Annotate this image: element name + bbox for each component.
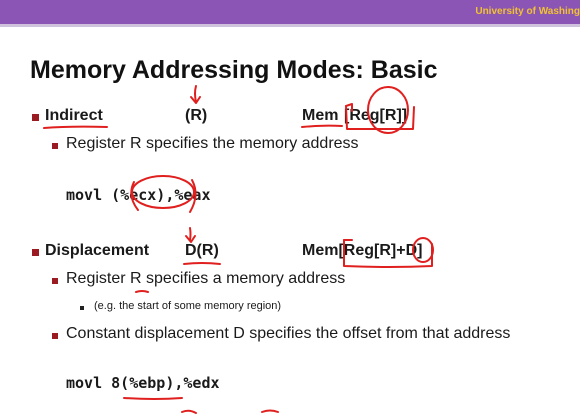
institution-name: University of Washing: [475, 6, 580, 17]
underline-stroke: [183, 262, 221, 265]
header-divider: [0, 24, 580, 27]
underline-stroke: [43, 125, 108, 129]
indirect-label: Indirect: [45, 107, 103, 124]
sub-bullet-marker: [52, 333, 58, 339]
indirect-code-example: movl (%ecx),%eax: [66, 186, 211, 204]
displacement-bullet-1: Register R specifies a memory address: [66, 270, 346, 287]
sub-sub-bullet-marker: [80, 306, 84, 310]
sub-bullet-marker: [52, 143, 58, 149]
slide-title: Memory Addressing Modes: Basic: [30, 56, 438, 84]
header-bar: University of Washing: [0, 0, 580, 24]
displacement-syntax: D(R): [185, 242, 219, 259]
arrow-stroke: [189, 227, 192, 241]
arrowhead-stroke: [190, 96, 201, 104]
underline-stroke: [301, 124, 343, 128]
bullet-marker: [32, 114, 39, 121]
displacement-label: Displacement: [45, 242, 150, 259]
displacement-bullet-2: Constant displacement D specifies the of…: [66, 325, 511, 342]
sub-bullet-marker: [52, 278, 58, 284]
partial-stroke: [181, 409, 197, 414]
indirect-mem-expr: [Reg[R]]: [344, 107, 408, 124]
indirect-syntax: (R): [185, 107, 208, 124]
displacement-code-example: movl 8(%ebp),%edx: [66, 374, 220, 392]
bullet-marker: [32, 249, 39, 256]
partial-stroke: [261, 409, 279, 413]
indirect-mem-prefix: Mem: [302, 107, 339, 124]
displacement-sub-bullet-1: (e.g. the start of some memory region): [94, 300, 282, 312]
arrow-stroke: [194, 85, 197, 103]
underline-stroke: [135, 290, 149, 293]
indirect-bullet-1: Register R specifies the memory address: [66, 135, 359, 152]
displacement-mem-expr: Mem[Reg[R]+D]: [302, 242, 423, 259]
underline-stroke: [123, 397, 183, 400]
